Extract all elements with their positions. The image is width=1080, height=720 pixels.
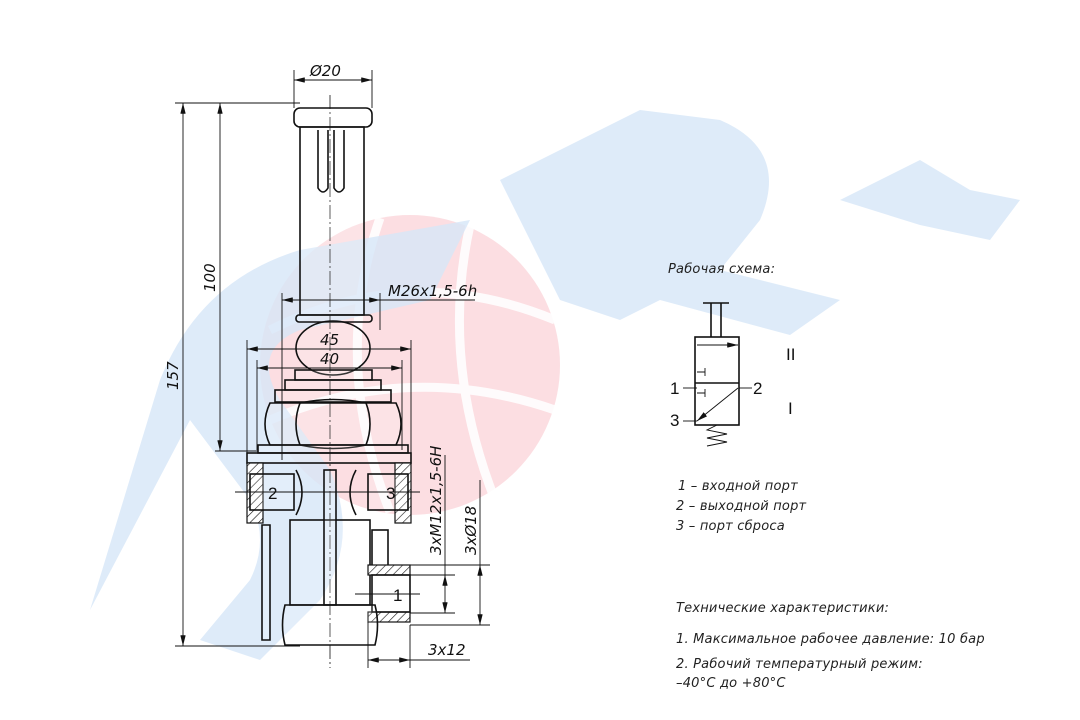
scheme-position-1: I xyxy=(788,399,793,418)
pneumatic-scheme xyxy=(683,302,752,447)
watermark-logo xyxy=(90,110,1020,660)
scheme-position-2: II xyxy=(786,345,795,364)
dim-width-40: 40 xyxy=(320,350,339,368)
legend-item: 2 – выходной порт xyxy=(676,499,807,514)
scheme-port-3: 3 xyxy=(670,411,679,430)
scheme-title: Рабочая схема: xyxy=(668,262,776,277)
scheme-port-1: 1 xyxy=(670,379,679,398)
port-label-2: 2 xyxy=(268,484,277,503)
legend-item: 3 – порт сброса xyxy=(676,519,785,534)
port-label-3: 3 xyxy=(386,484,395,503)
spec-item: 2. Рабочий температурный режим: xyxy=(676,657,923,672)
dimension-lines xyxy=(175,70,490,668)
legend-item: 1 – входной порт xyxy=(678,479,798,494)
dim-port-thread: 3xM12x1,5-6H xyxy=(427,446,445,555)
dim-height-157: 157 xyxy=(164,361,182,390)
spec-item: 1. Максимальное рабочее давление: 10 бар xyxy=(676,632,985,647)
port-label-1: 1 xyxy=(393,586,402,605)
dim-stem-diameter: Ø20 xyxy=(309,62,341,80)
dim-width-45: 45 xyxy=(320,331,339,349)
dim-port-depth: 3x12 xyxy=(428,641,466,659)
dim-thread-main: M26x1,5-6h xyxy=(388,282,477,300)
dim-height-100: 100 xyxy=(201,263,219,292)
spec-item: –40°C до +80°C xyxy=(676,676,786,691)
scheme-port-2: 2 xyxy=(753,379,762,398)
dim-port-diameter: 3xØ18 xyxy=(462,506,480,555)
specs-title: Технические характеристики: xyxy=(676,601,890,616)
